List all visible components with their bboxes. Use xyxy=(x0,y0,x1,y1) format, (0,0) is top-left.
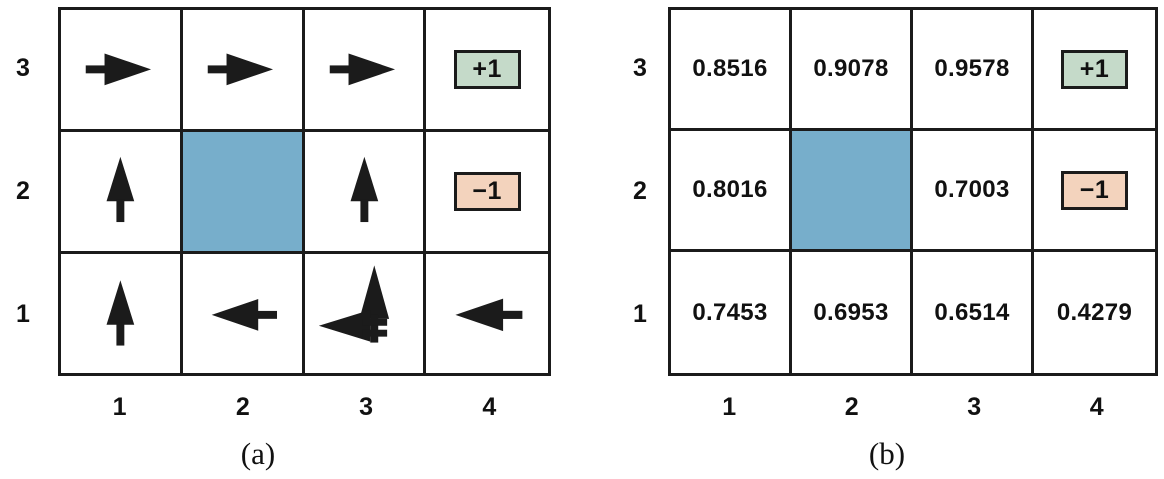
col-labels-b: 1 2 3 4 xyxy=(668,390,1158,424)
row-labels-a: 3 2 1 xyxy=(6,7,40,376)
col-labels-a: 1 2 3 4 xyxy=(58,390,551,424)
policy-cell xyxy=(304,131,427,254)
wall-cell xyxy=(182,131,305,254)
arrow-up-left-icon xyxy=(318,264,389,343)
terminal-state-cell: −1 xyxy=(426,132,548,254)
wall-cell xyxy=(792,131,913,252)
terminal-plus-box: +1 xyxy=(453,49,521,89)
caption-b: (b) xyxy=(868,436,906,471)
arrow-up-icon xyxy=(350,156,378,222)
arrow-right-icon xyxy=(85,53,152,86)
col-label: 4 xyxy=(482,393,497,421)
utility-cell: 0.8516 xyxy=(671,10,792,131)
utility-value: 0.9078 xyxy=(813,55,889,82)
terminal-minus-box: −1 xyxy=(1061,170,1128,210)
arrow-left-icon xyxy=(455,298,523,331)
utility-value: 0.8016 xyxy=(692,176,768,203)
col-label: 2 xyxy=(844,393,859,421)
utility-cell: 0.6514 xyxy=(913,252,1034,373)
policy-grid: +1 −1 xyxy=(58,7,551,376)
row-label: 2 xyxy=(16,177,30,205)
utility-value: 0.9578 xyxy=(934,55,1010,82)
policy-cell xyxy=(426,254,548,376)
utility-cell: 0.7453 xyxy=(671,252,792,373)
policy-cell xyxy=(61,253,183,376)
policy-cell xyxy=(305,253,427,376)
utility-grid: 0.8516 0.9078 0.9578 +1 0.8016 0.7003 −1 0.7453… xyxy=(668,7,1158,376)
utility-cell: 0.7003 xyxy=(913,131,1034,252)
utility-cell: 0.6953 xyxy=(792,252,913,373)
utility-value: 0.7453 xyxy=(692,298,768,326)
policy-cell xyxy=(304,10,427,132)
utility-cell: 0.9078 xyxy=(792,10,913,131)
col-label: 1 xyxy=(112,393,127,421)
arrow-up-icon xyxy=(106,279,135,346)
row-label: 2 xyxy=(633,177,647,205)
arrow-left-icon xyxy=(211,298,277,331)
col-label: 4 xyxy=(1089,393,1104,421)
row-label: 1 xyxy=(16,300,30,328)
utility-cell: 0.4279 xyxy=(1034,252,1155,373)
utility-value: 0.7003 xyxy=(934,176,1010,203)
utility-value: 0.4279 xyxy=(1056,298,1133,326)
row-labels-b: 3 2 1 xyxy=(623,7,657,376)
col-label: 2 xyxy=(235,393,250,421)
terminal-plus-box: +1 xyxy=(1061,49,1128,89)
policy-cell xyxy=(61,131,183,254)
policy-cell xyxy=(183,253,305,376)
policy-cell xyxy=(182,10,305,132)
col-label: 3 xyxy=(359,393,374,421)
row-label: 3 xyxy=(16,54,30,82)
utility-cell: 0.8016 xyxy=(671,131,792,252)
utility-value: 0.6953 xyxy=(813,298,889,326)
row-label: 1 xyxy=(633,300,647,328)
policy-cell xyxy=(61,10,183,132)
utility-cell: 0.9578 xyxy=(913,10,1034,131)
terminal-state-cell: +1 xyxy=(426,10,548,132)
utility-value: 0.8516 xyxy=(692,55,768,82)
terminal-state-cell: +1 xyxy=(1034,10,1155,131)
arrow-right-icon xyxy=(329,53,395,86)
col-label: 1 xyxy=(722,393,737,421)
utility-value: 0.6514 xyxy=(934,298,1010,326)
col-label: 3 xyxy=(967,393,982,421)
terminal-state-cell: −1 xyxy=(1034,131,1155,252)
row-label: 3 xyxy=(633,54,647,82)
terminal-minus-box: −1 xyxy=(453,171,521,211)
caption-a: (a) xyxy=(240,436,276,471)
arrow-up-icon xyxy=(106,156,135,222)
arrow-right-icon xyxy=(207,53,273,86)
